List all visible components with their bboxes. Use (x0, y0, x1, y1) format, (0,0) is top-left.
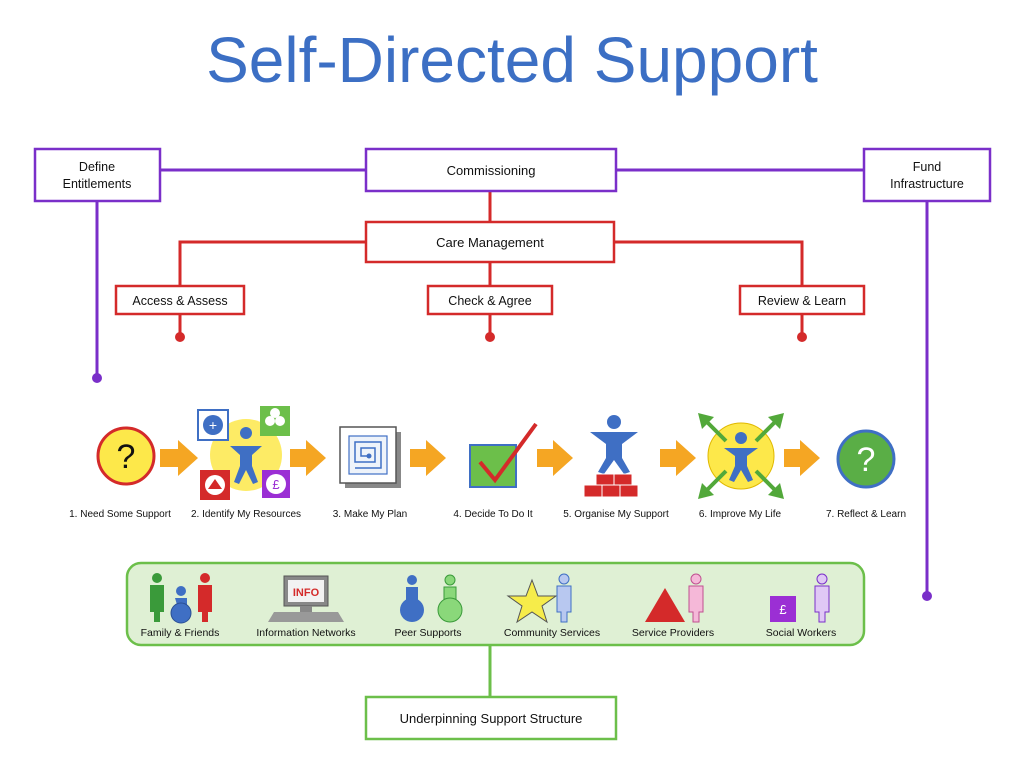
svg-text:Access & Assess: Access & Assess (132, 294, 227, 308)
step-arrows (160, 440, 820, 476)
svg-text:Fund: Fund (913, 160, 942, 174)
svg-text:INFO: INFO (293, 587, 320, 599)
peer-figures-icon (400, 574, 463, 623)
review-learn-box: Review & Learn (738, 284, 866, 316)
support-label: Family & Friends (141, 627, 220, 639)
step-label: 6. Improve My Life (699, 509, 782, 520)
red-dot-access (175, 332, 185, 342)
define-entitlements-box: Define Entitlements (33, 147, 162, 203)
support-label: Social Workers (766, 627, 836, 639)
arrow-icon (160, 440, 198, 476)
svg-text:Commissioning: Commissioning (447, 163, 536, 178)
fund-infrastructure-box: Fund Infrastructure (862, 147, 992, 203)
check-agree-box: Check & Agree (426, 284, 554, 316)
arrow-icon (537, 440, 573, 476)
pound-person-icon: £ (770, 573, 830, 623)
svg-text:£: £ (272, 477, 280, 492)
svg-text:Underpinning Support Structure: Underpinning Support Structure (400, 711, 583, 726)
arrow-icon (290, 440, 326, 476)
step-labels: 1. Need Some Support 2. Identify My Reso… (69, 509, 906, 520)
svg-text:?: ? (857, 441, 876, 479)
care-management-box: Care Management (364, 220, 616, 264)
question-circle-green-icon: ? (836, 429, 896, 489)
arrow-icon (410, 440, 446, 476)
info-monitor-icon: INFO (268, 575, 344, 622)
svg-text:Entitlements: Entitlements (63, 177, 132, 191)
person-on-bricks-icon (583, 415, 639, 498)
step-label: 3. Make My Plan (333, 509, 407, 520)
support-label: Information Networks (256, 627, 355, 639)
purple-end-dot-right (922, 591, 932, 601)
purple-connectors (95, 168, 929, 596)
support-panel (125, 561, 866, 647)
svg-text:Check & Agree: Check & Agree (448, 294, 531, 308)
person-resources-icon: + £ (197, 406, 290, 500)
step-label: 2. Identify My Resources (191, 509, 301, 520)
red-dot-review (797, 332, 807, 342)
question-circle-yellow-icon: ? (96, 426, 156, 486)
svg-text:Care Management: Care Management (436, 235, 544, 250)
svg-text:Infrastructure: Infrastructure (890, 177, 964, 191)
underpinning-box: Underpinning Support Structure (364, 695, 618, 741)
arrow-icon (784, 440, 820, 476)
svg-text:£: £ (779, 602, 787, 617)
family-figures-icon (150, 573, 212, 624)
commissioning-box: Commissioning (364, 147, 618, 193)
svg-text:+: + (209, 417, 217, 433)
page-title: Self-Directed Support (206, 24, 818, 96)
support-label: Service Providers (632, 627, 714, 639)
red-dot-check (485, 332, 495, 342)
support-labels: Family & Friends Information Networks Pe… (141, 627, 837, 639)
step-label: 4. Decide To Do It (453, 509, 533, 520)
checkmark-box-icon (469, 422, 538, 488)
star-person-icon (506, 573, 572, 624)
person-expanding-icon (698, 413, 784, 499)
purple-end-dot-left (92, 373, 102, 383)
svg-text:Define: Define (79, 160, 115, 174)
step-label: 1. Need Some Support (69, 509, 171, 520)
support-label: Community Services (504, 627, 600, 639)
arrow-icon (660, 440, 696, 476)
support-label: Peer Supports (394, 627, 461, 639)
svg-text:Review & Learn: Review & Learn (758, 294, 846, 308)
access-assess-box: Access & Assess (114, 284, 246, 316)
step-label: 7. Reflect & Learn (826, 509, 906, 520)
step-label: 5. Organise My Support (563, 509, 669, 520)
plan-document-icon (339, 426, 401, 488)
triangle-person-icon (645, 573, 704, 623)
svg-text:?: ? (117, 438, 136, 476)
